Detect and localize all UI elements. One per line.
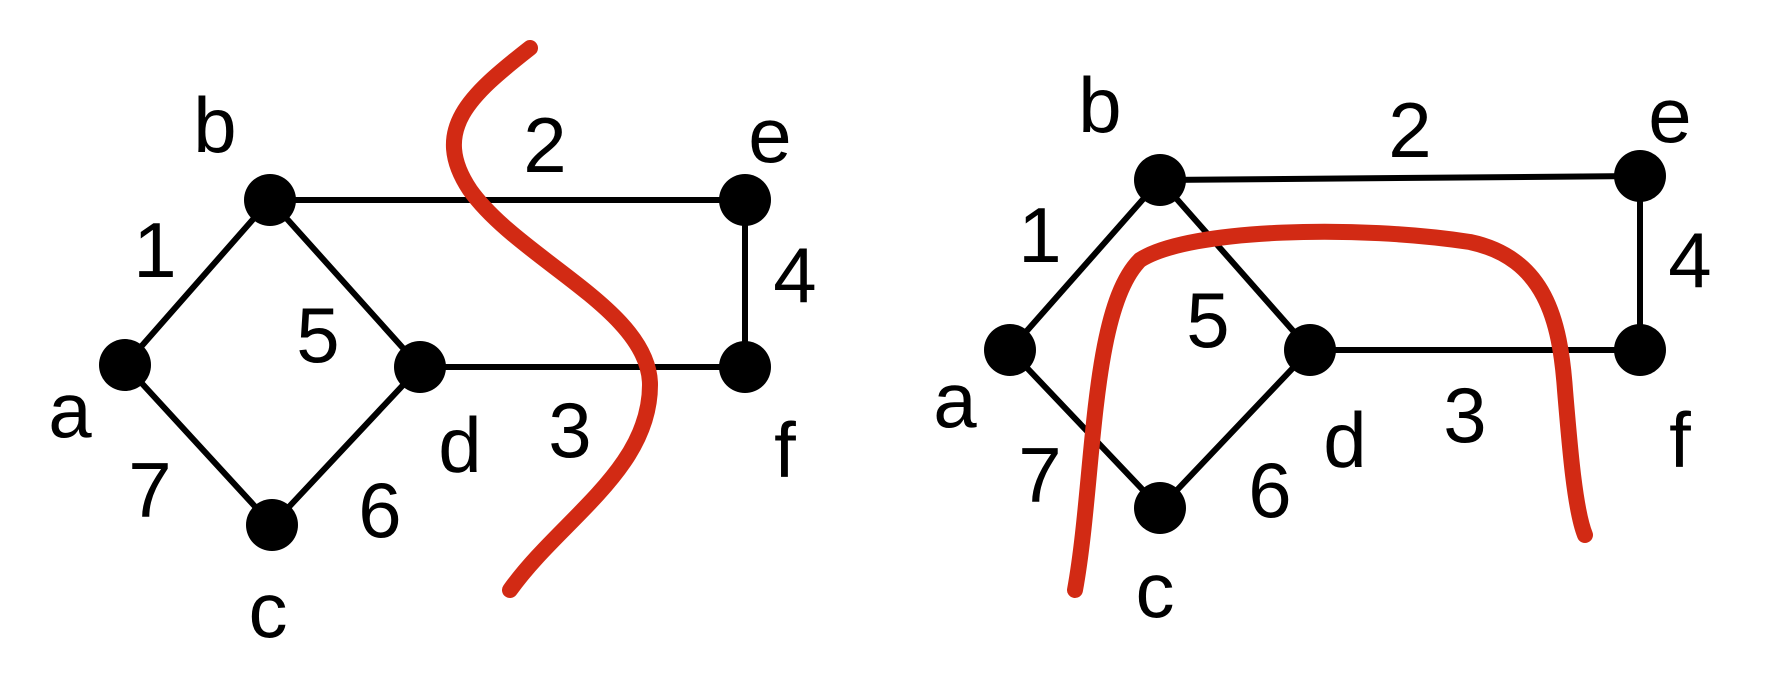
right-edge-weight-4: 4 — [1668, 216, 1711, 304]
right-edge-a-c — [1007, 347, 1163, 511]
right-graph: a b c d e f 1 2 3 4 5 6 7 — [933, 61, 1711, 634]
left-edge-b-d — [267, 197, 423, 370]
left-node-d — [394, 341, 446, 393]
right-node-a — [984, 324, 1036, 376]
right-edge-b-e — [1157, 173, 1643, 183]
left-edge-weight-2: 2 — [523, 101, 566, 189]
right-edge-weight-7: 7 — [1018, 431, 1061, 519]
right-edge-weight-2: 2 — [1388, 86, 1431, 174]
left-node-label-f: f — [774, 406, 796, 494]
left-cut-curve — [445, 40, 659, 598]
left-node-c — [246, 499, 298, 551]
right-edge-weight-6: 6 — [1248, 446, 1291, 534]
right-node-b — [1134, 154, 1186, 206]
left-node-label-a: a — [48, 366, 92, 454]
left-edge-weight-5: 5 — [296, 291, 339, 379]
left-node-a — [99, 339, 151, 391]
right-cut-curve — [1067, 223, 1593, 598]
right-node-f — [1614, 324, 1666, 376]
right-edge-weight-5: 5 — [1186, 276, 1229, 364]
right-edge-a-b — [1007, 177, 1163, 353]
left-node-label-e: e — [748, 91, 791, 179]
right-node-label-c: c — [1136, 546, 1175, 634]
right-node-label-f: f — [1669, 396, 1691, 484]
left-graph: a b c d e f 1 2 3 4 5 6 7 — [48, 40, 817, 654]
left-edge-weight-6: 6 — [358, 466, 401, 554]
right-edge-weight-1: 1 — [1018, 191, 1061, 279]
left-edge-weight-4: 4 — [773, 231, 816, 319]
right-edge-b-d — [1157, 177, 1313, 353]
right-edge-c-d — [1157, 347, 1313, 511]
left-node-label-c: c — [249, 566, 288, 654]
right-node-label-a: a — [933, 356, 977, 444]
left-node-b — [244, 174, 296, 226]
left-edge-a-c — [122, 362, 275, 528]
left-edge-weight-1: 1 — [133, 206, 176, 294]
left-node-f — [719, 341, 771, 393]
left-edge-weight-3: 3 — [548, 386, 591, 474]
right-node-d — [1284, 324, 1336, 376]
left-edge-weight-7: 7 — [128, 446, 171, 534]
left-node-e — [719, 174, 771, 226]
right-node-e — [1614, 150, 1666, 202]
left-node-label-d: d — [438, 401, 481, 489]
left-node-label-b: b — [193, 81, 236, 169]
right-edge-weight-3: 3 — [1443, 371, 1486, 459]
right-node-label-e: e — [1648, 71, 1691, 159]
right-node-label-d: d — [1323, 396, 1366, 484]
left-edge-c-d — [269, 364, 423, 528]
left-edge-a-b — [122, 197, 273, 368]
right-node-c — [1134, 482, 1186, 534]
right-node-label-b: b — [1078, 61, 1121, 149]
